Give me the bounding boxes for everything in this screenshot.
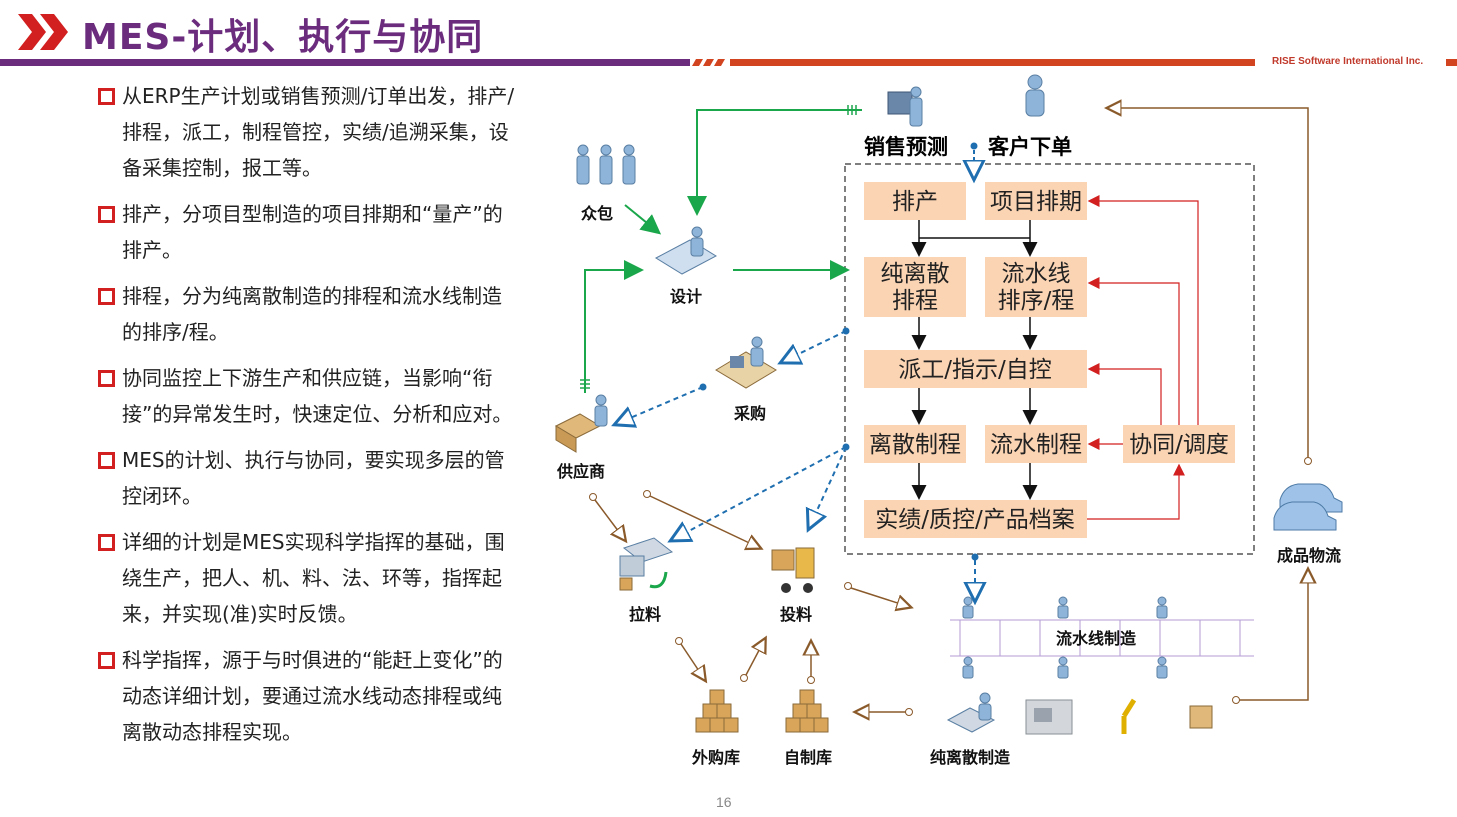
sales-person-icon xyxy=(887,86,923,127)
svg-text:流水线: 流水线 xyxy=(1002,261,1071,287)
box-results: 实绩/质控/产品档案 xyxy=(864,500,1087,538)
external-store-boxes-icon xyxy=(695,689,739,733)
box-dispatch: 派工/指示/自控 xyxy=(864,350,1087,388)
svg-text:纯离散: 纯离散 xyxy=(881,261,950,287)
company-name: RISE Software International Inc. xyxy=(1272,56,1424,67)
bullet-square-icon xyxy=(98,88,115,105)
bullet-square-icon xyxy=(98,206,115,223)
bullet-item: MES的计划、执行与协同，要实现多层的管控闭环。 xyxy=(98,442,518,514)
svg-text:排产: 排产 xyxy=(892,189,938,215)
design-label: 设计 xyxy=(670,287,702,306)
bullet-item: 排程，分为纯离散制造的排程和流水线制造的排序/程。 xyxy=(98,278,518,350)
pull-material-label: 拉料 xyxy=(629,605,661,624)
box-discrete-scheduling: 纯离散 排程 xyxy=(864,257,966,317)
machine-icon xyxy=(1025,699,1073,735)
crowdsource-people-icon xyxy=(576,144,636,185)
box-flow-process: 流水制程 xyxy=(985,425,1087,463)
box-coordination: 协同/调度 xyxy=(1123,425,1235,463)
bullet-square-icon xyxy=(98,652,115,669)
flow-hash-marks xyxy=(580,105,857,389)
discrete-mfg-label: 纯离散制造 xyxy=(930,748,1011,767)
customer-order-label: 客户下单 xyxy=(988,135,1072,159)
finished-logistics-label: 成品物流 xyxy=(1277,546,1341,565)
flowline-mfg-label: 流水线制造 xyxy=(1056,629,1137,648)
flowline-workers-icon xyxy=(962,596,1168,679)
crowdsource-label: 众包 xyxy=(581,204,613,223)
svg-text:协同/调度: 协同/调度 xyxy=(1129,432,1229,458)
svg-text:派工/指示/自控: 派工/指示/自控 xyxy=(898,357,1052,383)
discrete-workers-icon xyxy=(946,692,996,733)
self-store-boxes-icon xyxy=(785,689,829,733)
flowline-conveyor-icon xyxy=(950,619,1254,657)
robot-arm-icon xyxy=(1121,698,1137,734)
svg-text:项目排期: 项目排期 xyxy=(990,189,1082,215)
bullet-list: 从ERP生产计划或销售预测/订单出发，排产/排程，派工，制程管控，实绩/追溯采集… xyxy=(98,78,518,760)
bullet-item: 详细的计划是MES实现科学指挥的基础，围绕生产，把人、机、料、法、环等，指挥起来… xyxy=(98,524,518,632)
svg-text:实绩/质控/产品档案: 实绩/质控/产品档案 xyxy=(875,507,1075,533)
supplier-box-icon xyxy=(554,394,608,453)
box-project-schedule: 项目排期 xyxy=(985,182,1087,220)
box-scheduling: 排产 xyxy=(864,182,966,220)
purchase-label: 采购 xyxy=(733,404,766,423)
svg-text:排程: 排程 xyxy=(892,288,938,314)
bullet-square-icon xyxy=(98,288,115,305)
self-store-label: 自制库 xyxy=(784,748,832,767)
bullet-item: 协同监控上下游生产和供应链，当影响“衔接”的异常发生时，快速定位、分析和应对。 xyxy=(98,360,518,432)
pull-material-truck-icon xyxy=(619,537,674,591)
bullet-square-icon xyxy=(98,534,115,551)
page-title: MES-计划、执行与协同 xyxy=(82,17,484,58)
bullet-item: 从ERP生产计划或销售预测/订单出发，排产/排程，派工，制程管控，实绩/追溯采集… xyxy=(98,78,518,186)
cars-icon xyxy=(1273,483,1343,531)
header-divider xyxy=(0,59,1457,66)
purchase-desk-icon xyxy=(715,336,777,389)
bullet-square-icon xyxy=(98,370,115,387)
small-box-icon xyxy=(1189,705,1213,729)
bullet-square-icon xyxy=(98,452,115,469)
bullet-item: 排产，分项目型制造的项目排期和“量产”的排产。 xyxy=(98,196,518,268)
mes-planning-container xyxy=(844,163,1255,555)
feed-material-forklift-icon xyxy=(771,547,815,593)
external-store-label: 外购库 xyxy=(691,748,740,767)
svg-text:离散制程: 离散制程 xyxy=(869,432,961,458)
chevron-logo-icon xyxy=(18,14,68,50)
bullet-item: 科学指挥，源于与时俱进的“能赶上变化”的动态详细计划，要通过流水线动态排程或纯离… xyxy=(98,642,518,750)
svg-text:流水制程: 流水制程 xyxy=(990,432,1082,458)
sales-forecast-label: 销售预测 xyxy=(864,135,948,159)
box-flowline-scheduling: 流水线 排序/程 xyxy=(985,257,1087,317)
design-workstation-icon xyxy=(654,226,718,275)
feed-material-label: 投料 xyxy=(780,605,812,624)
customer-person-icon xyxy=(1025,74,1045,117)
page-number: 16 xyxy=(716,794,732,810)
box-discrete-process: 离散制程 xyxy=(864,425,966,463)
supplier-label: 供应商 xyxy=(556,462,605,481)
svg-text:排序/程: 排序/程 xyxy=(998,288,1075,314)
